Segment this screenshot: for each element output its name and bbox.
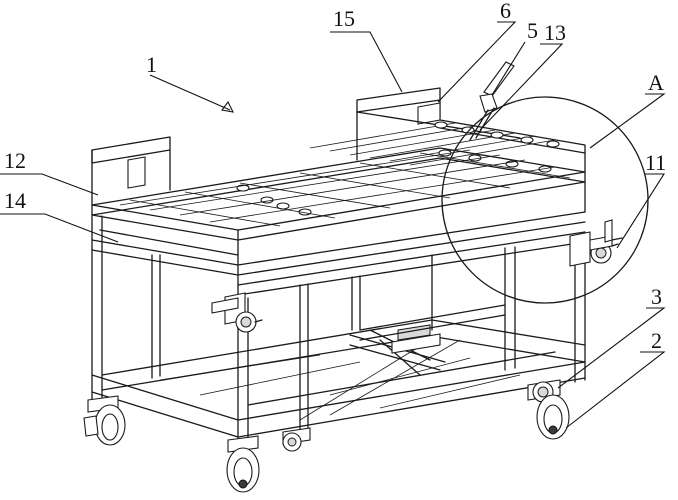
label-3: 3 (651, 284, 662, 309)
label-11: 11 (645, 150, 666, 175)
label-a: A (648, 70, 664, 95)
callouts: 1 12 14 15 6 5 13 A 11 3 2 (4, 0, 666, 353)
lower-frame (91, 214, 586, 446)
handle-cylinder (469, 61, 515, 141)
label-12: 12 (4, 148, 26, 173)
label-15: 15 (333, 6, 355, 31)
caster-front-mid (282, 427, 311, 452)
caster-front-right (527, 379, 570, 440)
label-5: 5 (527, 18, 538, 43)
label-14: 14 (4, 188, 26, 213)
clamp-right (569, 219, 623, 267)
label-2: 2 (651, 328, 662, 353)
label-6: 6 (500, 0, 511, 23)
label-1: 1 (146, 52, 157, 77)
leader-lines (0, 21, 666, 429)
caster-rear-left (83, 395, 126, 446)
top-frame (91, 87, 586, 301)
clamp-left (211, 292, 263, 333)
caster-front-left (226, 435, 260, 493)
label-13: 13 (544, 20, 566, 45)
